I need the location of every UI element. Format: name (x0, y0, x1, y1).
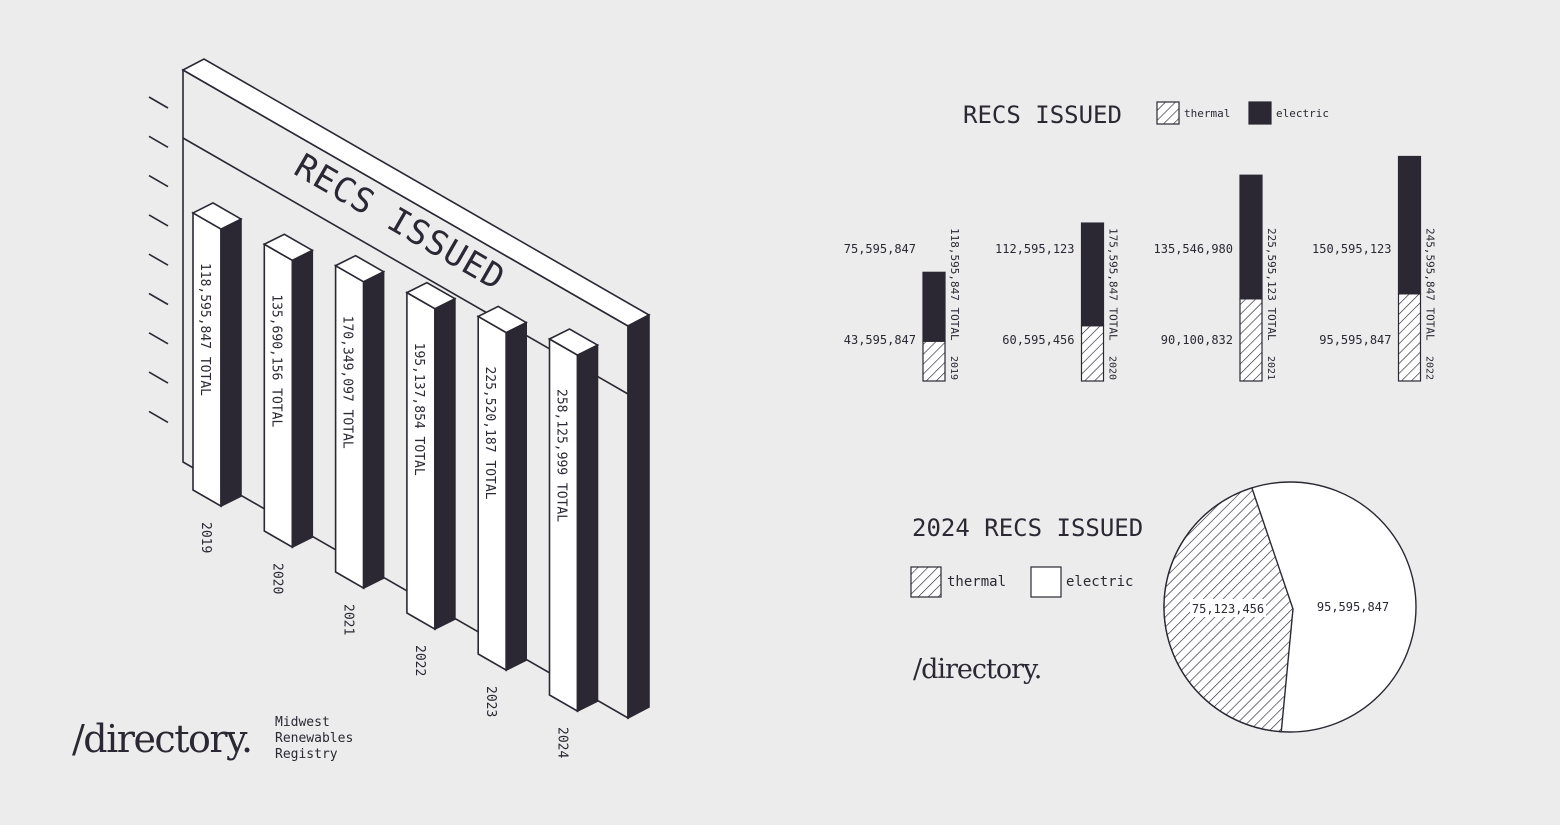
iso-axis-tick (148, 96, 169, 109)
stacked-year-label: 2021 (1265, 356, 1276, 380)
stacked-year-label: 2019 (948, 356, 959, 380)
iso-bar: 258,125,999 TOTAL (547, 328, 600, 713)
stacked-legend: thermal electric (1156, 101, 1329, 125)
stacked-bar-group: 135,546,980 90,100,832 225,595,123 TOTAL 20… (1154, 174, 1278, 382)
stacked-electric-value-label: 150,595,123 (1312, 242, 1391, 256)
iso-bars: 118,595,847 TOTAL 135,690,156 TOTAL 170,34… (191, 202, 600, 713)
stacked-bar-group: 75,595,847 43,595,847 118,595,847 TOTAL 201… (844, 228, 961, 382)
pie-chart: 75,123,456 95,595,847 (1163, 481, 1417, 733)
iso-year-labels: 2019 2020 2021 2022 2023 2024 (198, 522, 570, 758)
iso-bar-side (434, 297, 456, 631)
pie-electric-value-label: 95,595,847 (1317, 600, 1389, 614)
stacked-bar-group: 112,595,123 60,595,456 175,595,847 TOTAL 20… (995, 222, 1120, 382)
iso-bar-total-label: 225,520,187 TOTAL (482, 366, 497, 499)
legend-electric-swatch (1248, 101, 1272, 125)
stacked-bar-thermal (922, 340, 946, 382)
stacked-bar-thermal (1080, 325, 1105, 382)
brand-left: /directory. Midwest Renewables Registry (72, 715, 353, 762)
stacked-bar-thermal (1239, 298, 1263, 382)
iso-bar-total-label: 170,349,097 TOTAL (340, 316, 355, 449)
iso-axis-tick (148, 371, 169, 384)
registry-line-2: Renewables (275, 731, 353, 746)
stacked-thermal-value-label: 95,595,847 (1319, 333, 1391, 347)
pie-legend-thermal-label: thermal (947, 574, 1006, 590)
pie-legend-electric-label: electric (1066, 574, 1133, 590)
stacked-chart-title: RECS ISSUED (963, 101, 1122, 129)
legend-thermal-label: thermal (1184, 107, 1230, 120)
stacked-thermal-value-label: 43,595,847 (844, 333, 916, 347)
legend-thermal-swatch (1156, 101, 1180, 125)
iso-bar: 118,595,847 TOTAL (191, 202, 243, 508)
stacked-total-label: 175,595,847 TOTAL (1107, 228, 1120, 341)
iso-axis-tick (148, 292, 169, 306)
stacked-bar-group: 150,595,123 95,595,847 245,595,847 TOTAL 20… (1312, 155, 1437, 382)
stacked-electric-value-label: 112,595,123 (995, 242, 1074, 256)
iso-year-label: 2021 (341, 604, 356, 635)
iso-bar-total-label: 118,595,847 TOTAL (197, 263, 212, 396)
stacked-bar-electric (1397, 155, 1422, 295)
iso-bar-top (333, 254, 386, 283)
iso-bar: 135,690,156 TOTAL (262, 233, 314, 549)
stacked-bar-electric (922, 271, 946, 342)
iso-year-label: 2022 (412, 645, 427, 676)
iso-bar-top (191, 202, 243, 230)
legend-electric-label: electric (1276, 107, 1329, 120)
iso-bar-side (576, 343, 599, 713)
iso-bar: 225,520,187 TOTAL (476, 305, 528, 672)
iso-bar: 170,349,097 TOTAL (333, 254, 386, 590)
pie-thermal-label-bg (1190, 599, 1266, 617)
iso-axis-tick (148, 135, 169, 148)
iso-axis-tick (148, 253, 169, 266)
stacked-thermal-value-label: 60,595,456 (1002, 333, 1074, 347)
iso-year-label: 2019 (198, 522, 213, 553)
iso-bar-side (291, 249, 314, 549)
pie-chart-title: 2024 RECS ISSUED (912, 514, 1143, 542)
stacked-year-label: 2022 (1424, 356, 1435, 380)
stacked-total-label: 245,595,847 TOTAL (1424, 228, 1437, 341)
iso-axis-tick (148, 174, 169, 188)
iso-axis-tick (148, 410, 169, 424)
iso-bar-total-label: 258,125,999 TOTAL (554, 389, 569, 522)
stacked-bar-thermal (1397, 293, 1422, 382)
pie-legend-thermal-swatch (910, 566, 942, 598)
stacked-electric-value-label: 75,595,847 (844, 242, 916, 256)
pie-legend-electric-swatch (1030, 566, 1062, 598)
iso-bar-side (505, 321, 528, 672)
stacked-electric-value-label: 135,546,980 (1154, 242, 1233, 256)
iso-bar-top (547, 328, 600, 357)
iso-bar-side (220, 217, 242, 508)
iso-bar-side (362, 270, 385, 590)
stacked-bar-electric (1080, 222, 1105, 327)
stacked-chart: RECS ISSUED thermal electric 75,595,847 4… (844, 101, 1437, 382)
iso-bar-total-label: 135,690,156 TOTAL (268, 294, 283, 427)
iso-bar-top (262, 233, 314, 262)
directory-logo: /directory. (72, 717, 252, 761)
iso-year-label: 2024 (555, 727, 570, 758)
pie-thermal-value-label: 75,123,456 (1192, 602, 1264, 616)
iso-bar: 195,137,854 TOTAL (405, 281, 457, 631)
iso-year-label: 2020 (269, 563, 284, 594)
stacked-total-label: 225,595,123 TOTAL (1265, 228, 1278, 341)
iso-year-label: 2023 (483, 686, 498, 717)
stacked-total-label: 118,595,847 TOTAL (948, 228, 961, 341)
stacked-thermal-value-label: 90,100,832 (1161, 333, 1233, 347)
iso-bar-total-label: 195,137,854 TOTAL (411, 343, 426, 476)
pie-legend: thermal electric (910, 566, 1133, 598)
stacked-year-label: 2020 (1107, 356, 1118, 380)
stacked-bar-electric (1239, 174, 1263, 300)
iso-bar-top (476, 305, 528, 334)
directory-logo-right: /directory. (913, 654, 1041, 685)
iso-axis-tick (148, 332, 169, 345)
iso-axis-ticks (148, 96, 169, 424)
iso-axis-tick (148, 214, 169, 227)
stacked-bars: 75,595,847 43,595,847 118,595,847 TOTAL 201… (844, 155, 1437, 382)
pie-chart-section: 2024 RECS ISSUED thermal electric 75,123… (910, 481, 1417, 733)
registry-line-1: Midwest (275, 715, 330, 730)
iso-bar-top (405, 281, 457, 310)
registry-line-3: Registry (275, 747, 338, 762)
